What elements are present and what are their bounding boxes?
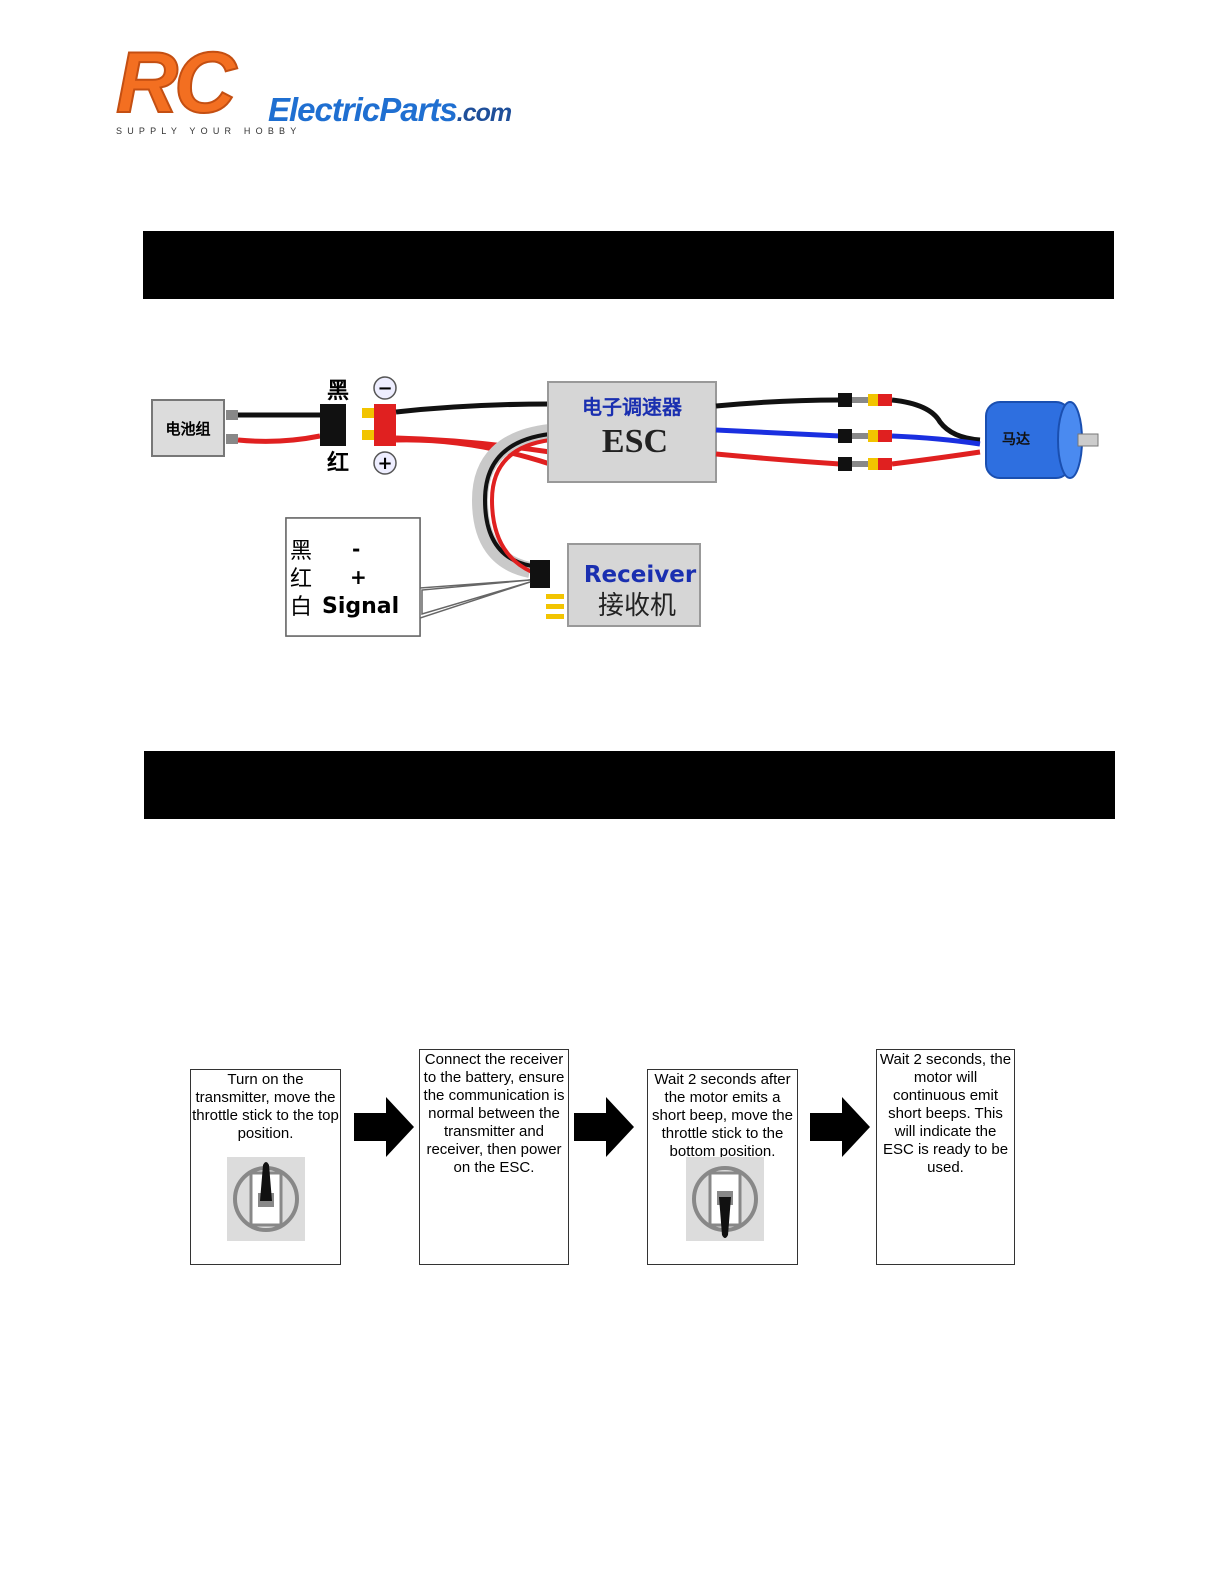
throttle-stick-down-icon	[686, 1157, 764, 1241]
step-1-text: Turn on the transmitter, move the thrott…	[192, 1071, 339, 1142]
motor-connectors	[838, 393, 892, 471]
arrow-right-icon	[574, 1097, 634, 1157]
step-2-text: Connect the receiver to the battery, ens…	[423, 1051, 565, 1176]
arrow-right-icon	[354, 1097, 414, 1157]
step-4-box: Wait 2 seconds, the motor will continuou…	[876, 1049, 1015, 1265]
logo-tagline: SUPPLY YOUR HOBBY	[116, 126, 302, 136]
step-4-text: Wait 2 seconds, the motor will continuou…	[879, 1051, 1012, 1176]
receiver: Receiver 接收机	[530, 543, 701, 627]
legend-row1-cn: 黑	[290, 539, 312, 564]
plus-symbol: +	[377, 453, 392, 474]
logo-electricparts-text: ElectricParts	[268, 91, 458, 128]
section-header-bar-wiring	[143, 231, 1114, 299]
legend-row2-sym: +	[350, 565, 367, 589]
motor: 马达	[985, 401, 1099, 479]
wire-color-legend: 黑 - 红 + 白 Signal	[285, 517, 531, 637]
battery-label: 电池组	[165, 420, 210, 438]
logo-com: .com	[456, 99, 512, 127]
esc-wiring-diagram: 电池组 黑 红 − + 电子调速器 ESC	[151, 376, 1099, 637]
throttle-stick-up-icon	[227, 1157, 305, 1241]
step-1-box: Turn on the transmitter, move the thrott…	[190, 1069, 341, 1265]
legend-row1-sym: -	[352, 537, 360, 561]
minus-symbol: −	[377, 378, 392, 399]
arrow-right-icon	[810, 1097, 870, 1157]
step-3-text: Wait 2 seconds after the motor emits a s…	[652, 1071, 793, 1160]
logo-rc: RC	[115, 35, 237, 131]
logo-electricparts: ElectricParts.com	[268, 90, 512, 133]
esc-unit: 电子调速器 ESC	[547, 381, 717, 483]
legend-row3-sym: Signal	[322, 594, 399, 619]
plus-icon	[373, 451, 397, 475]
esc-en-label: ESC	[602, 423, 668, 460]
legend-row2-cn: 红	[290, 567, 312, 592]
legend-row3-cn: 白	[290, 595, 312, 620]
receiver-en-label: Receiver	[584, 562, 697, 588]
minus-icon	[373, 376, 397, 400]
company-logo: RC ElectricParts.com SUPPLY YOUR HOBBY	[112, 35, 542, 142]
receiver-cn-label: 接收机	[598, 591, 676, 621]
step-2-box: Connect the receiver to the battery, ens…	[419, 1049, 569, 1265]
step-3-box: Wait 2 seconds after the motor emits a s…	[647, 1069, 798, 1265]
battery-pack: 电池组	[151, 399, 238, 457]
battery-connector	[320, 404, 346, 446]
motor-label: 马达	[1002, 431, 1030, 448]
esc-cn-label: 电子调速器	[582, 395, 683, 419]
red-wire-label: 红	[327, 450, 349, 476]
section-header-bar-calibration	[144, 751, 1115, 819]
black-wire-label: 黑	[327, 379, 349, 404]
